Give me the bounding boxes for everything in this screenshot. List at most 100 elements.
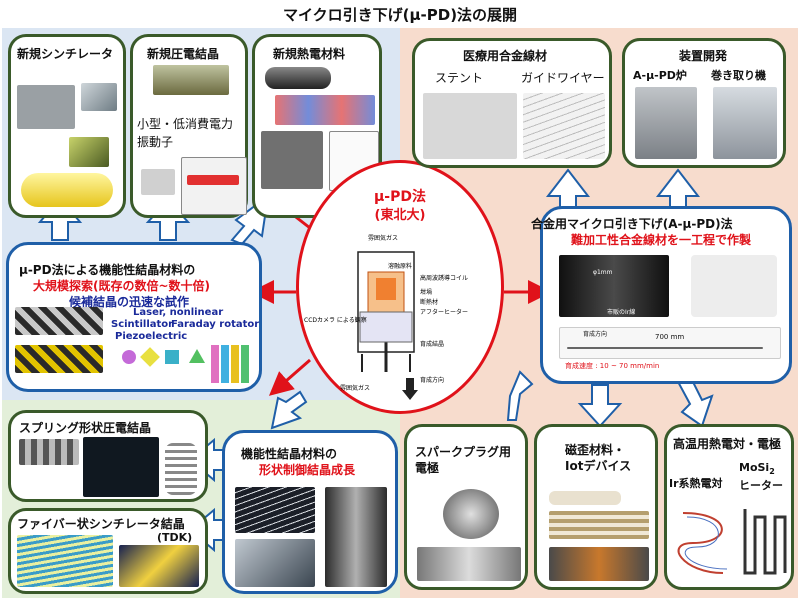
heading-line3: 候補結晶の迅速な試作	[69, 295, 190, 309]
fiber-bundle-image	[17, 535, 113, 587]
rod-image	[549, 491, 621, 505]
spring-crystal-image	[19, 439, 79, 465]
card-apd-method: 合金用マイクロ引き下げ(A-μ-PD)法 難加工性合金線材を一工程で作製 700…	[531, 206, 792, 384]
crystal-shapes-graphic	[122, 345, 249, 383]
coiled-wire-image	[691, 255, 777, 317]
strips-image	[549, 511, 649, 539]
label-coil: 高周波誘導コイル	[420, 274, 468, 282]
card-spark-plug: スパークプラグ用 電極	[404, 424, 528, 590]
label-ccd: CCDカメラ による観察	[304, 316, 367, 324]
striped-crystal-image-1	[15, 307, 103, 335]
piezo-note-line2: 振動子	[137, 135, 174, 149]
tag-laser: Laser, nonlinear	[133, 307, 224, 318]
wire-growth-image	[559, 255, 669, 317]
card-shape-control: 機能性結晶材料の 形状制御結晶成長	[222, 430, 398, 594]
heading-line2: 難加工性合金線材を一工程で作製	[571, 233, 752, 247]
fiber-note: (TDK)	[157, 531, 193, 544]
card-title: 高温用熱電対・電極	[673, 437, 782, 451]
square-tube-image	[325, 487, 387, 587]
card-magnetostrictive: 磁歪材料・ Iotデバイス	[534, 424, 658, 590]
frequency-plot-image	[181, 157, 247, 215]
green-crystal-image	[69, 137, 109, 167]
spark-plug-image	[417, 547, 521, 581]
card-title: ファイバー状シンチレータ結晶	[17, 517, 185, 531]
heading-line2: 形状制御結晶成長	[259, 463, 356, 477]
spring-model-image	[165, 443, 197, 495]
card-high-temp-thermocouple: 高温用熱電対・電極 Ir系熱電対 MoSi2 ヒーター	[664, 424, 794, 590]
fiber-glow-image	[119, 545, 199, 587]
crystal-rods-image	[81, 83, 117, 111]
label-ir-thermocouple: Ir系熱電対	[669, 477, 723, 490]
card-large-scale-search: μ-PD法による機能性結晶材料の 大規模探索(既存の数倍~数十倍) 候補結晶の迅…	[6, 242, 262, 392]
label-mosi-line2: ヒーター	[739, 479, 783, 492]
stent-image	[423, 93, 517, 159]
label-melt: 溶融原料	[388, 262, 412, 270]
card-new-scintillator: 新規シンチレータ	[8, 34, 126, 218]
label-mosi-line1: MoSi2	[739, 461, 775, 477]
card-new-piezo: 新規圧電結晶 小型・低消費電力 振動子	[130, 34, 248, 218]
oscillator-image	[141, 169, 175, 195]
tag-faraday: Faraday rotator	[171, 319, 260, 330]
heading-line2: 大規模探索(既存の数倍~数十倍)	[33, 279, 211, 293]
label-winder: 巻き取り機	[711, 69, 766, 82]
long-wire-line	[567, 347, 763, 349]
page-title: マイクロ引き下げ(μ-PD)法の展開	[282, 6, 518, 24]
device-image	[549, 547, 649, 581]
crystal-tubes-image	[235, 539, 315, 587]
card-title: 新規熱電材料	[273, 47, 346, 61]
card-title-line2: Iotデバイス	[565, 459, 632, 473]
card-title: 新規圧電結晶	[147, 47, 220, 61]
tag-piezoelectric: Piezoelectric	[115, 331, 188, 342]
card-title: 装置開発	[679, 49, 728, 63]
heading-line1: μ-PD法による機能性結晶材料の	[19, 263, 196, 277]
heading-line1: 機能性結晶材料の	[241, 447, 338, 461]
striped-crystal-image-2	[15, 345, 103, 373]
label-diameter: φ1mm	[593, 269, 613, 276]
card-spring-piezo: スプリング形状圧電結晶	[8, 410, 208, 502]
guidewire-image	[523, 93, 605, 159]
card-fiber-scintillator: ファイバー状シンチレータ結晶 (TDK)	[8, 508, 208, 594]
label-insulator: 断熱材	[420, 298, 438, 306]
card-device-development: 装置開発 A-μ-PD炉 巻き取り機	[622, 38, 786, 168]
card-title-line1: スパークプラグ用	[415, 445, 512, 459]
yellow-boule-image	[21, 173, 113, 207]
arrow-down-spark	[506, 370, 534, 421]
label-afterheater: アフターヒーター	[420, 308, 468, 316]
piezo-crystal-image	[153, 65, 229, 95]
waveform-image	[83, 437, 159, 497]
label-growth-direction: 育成方向	[583, 331, 608, 338]
arrow-to-shape	[270, 390, 308, 430]
label-apd-furnace: A-μ-PD炉	[633, 69, 687, 82]
micrograph-image	[17, 85, 75, 129]
label-speed: 育成速度 : 10 ~ 70 mm/min	[565, 362, 660, 370]
apparatus-diagram: 雰囲気ガス 溶融原料 高周波誘導コイル 坩堝 断熱材 アフターヒーター CCDカ…	[304, 234, 468, 400]
card-medical-alloy: 医療用合金線材 ステント ガイドワイヤー	[412, 38, 612, 168]
structure-model-image	[275, 95, 375, 125]
heater-element-graphic	[743, 509, 787, 575]
center-title: μ-PD法	[374, 189, 426, 205]
label-guidewire: ガイドワイヤー	[521, 71, 605, 85]
crystal-fibers-image	[235, 487, 315, 533]
piezo-note-line1: 小型・低消費電力	[137, 117, 234, 131]
thermocouple-wire-graphic	[677, 512, 728, 574]
label-crystal: 育成結晶	[420, 340, 444, 348]
card-title-line2: 電極	[415, 461, 440, 475]
label-direction: 育成方向	[420, 376, 444, 384]
electrode-image	[443, 489, 499, 539]
center-subtitle: (東北大)	[374, 208, 426, 223]
sem-image	[261, 131, 323, 189]
long-wire-image	[559, 327, 781, 359]
label-commercial-wire: 市販のIr線	[607, 309, 636, 316]
label-gas-bottom: 雰囲気ガス	[340, 384, 370, 392]
heading-line1: 合金用マイクロ引き下げ(A-μ-PD)法	[531, 217, 733, 231]
winder-image	[713, 87, 777, 159]
frequency-plot-band	[187, 175, 239, 185]
thermo-rod-image	[265, 67, 331, 89]
card-title: スプリング形状圧電結晶	[19, 421, 152, 435]
label-length: 700 mm	[655, 333, 685, 341]
card-title: 医療用合金線材	[463, 49, 548, 63]
furnace-image	[635, 87, 697, 159]
tag-scintillator: Scintillator	[111, 319, 174, 330]
label-crucible: 坩堝	[420, 288, 432, 296]
arrow-down-magnetic	[577, 384, 623, 428]
